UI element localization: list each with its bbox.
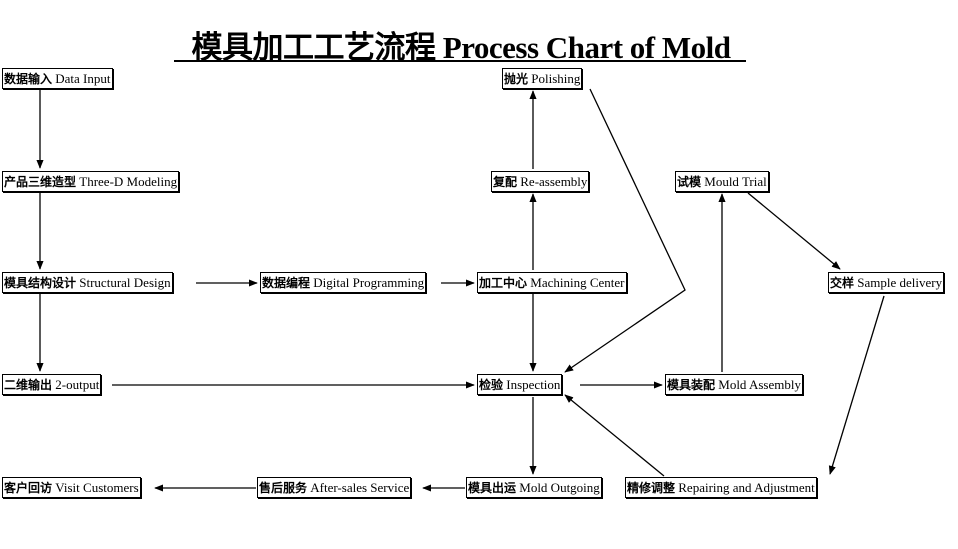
node-data-input: 数据输入 Data Input (2, 68, 113, 89)
repairing-to-inspection-arrow (564, 394, 665, 477)
node-mold-outgoing: 模具出运 Mold Outgoing (466, 477, 602, 498)
node-label-cn: 抛光 (504, 72, 529, 86)
node-repairing-and-adjustment: 精修调整 Repairing and Adjustment (625, 477, 817, 498)
node-label-en: Repairing and Adjustment (678, 480, 815, 495)
node-label-en: Structural Design (79, 275, 171, 290)
title-underline (174, 60, 746, 62)
node-label-cn: 模具结构设计 (4, 276, 77, 290)
node-polishing: 抛光 Polishing (502, 68, 583, 89)
node-label-cn: 二维输出 (4, 378, 53, 392)
node-label-cn: 售后服务 (259, 481, 308, 495)
node-label-en: After-sales Service (310, 480, 410, 495)
node-mold-assembly: 模具装配 Mold Assembly (665, 374, 803, 395)
node-label-cn: 数据输入 (4, 72, 53, 86)
node-structural-design: 模具结构设计 Structural Design (2, 272, 173, 293)
node-label-cn: 复配 (493, 175, 518, 189)
node-label-en: Polishing (531, 71, 581, 86)
node-label-en: Mould Trial (704, 174, 767, 189)
node-inspection: 检验 Inspection (477, 374, 563, 395)
node-label-en: Inspection (506, 377, 561, 392)
node-label-cn: 产品三维造型 (4, 175, 77, 189)
node-visit-customers: 客户回访 Visit Customers (2, 477, 141, 498)
node-label-en: Mold Assembly (718, 377, 801, 392)
node-label-cn: 加工中心 (479, 276, 528, 290)
node-label-cn: 客户回访 (4, 481, 53, 495)
node-label-en: Machining Center (530, 275, 625, 290)
node-label-cn: 检验 (479, 378, 504, 392)
mould-trial-to-sample-delivery-arrow (747, 192, 841, 270)
node-label-en: Mold Outgoing (519, 480, 600, 495)
node-mould-trial: 试模 Mould Trial (675, 171, 769, 192)
sample-delivery-to-repairing-arrow (828, 295, 885, 475)
node-label-en: Sample delivery (857, 275, 943, 290)
page-title: 模具加工工艺流程 Process Chart of Mold (191, 30, 731, 65)
node-machining-center: 加工中心 Machining Center (477, 272, 627, 293)
polishing-to-inspection-arrow (564, 88, 686, 373)
node-label-cn: 模具装配 (667, 378, 716, 392)
node-label-en: Three-D Modeling (79, 174, 178, 189)
node-label-en: Data Input (55, 71, 111, 86)
node-digital-programming: 数据编程 Digital Programming (260, 272, 427, 293)
node-after-sales-service: 售后服务 After-sales Service (257, 477, 412, 498)
node-re-assembly: 复配 Re-assembly (491, 171, 590, 192)
node-three-d-modeling: 产品三维造型 Three-D Modeling (2, 171, 180, 192)
node-label-en: 2-output (55, 377, 100, 392)
node-2-output: 二维输出 2-output (2, 374, 102, 395)
node-label-en: Digital Programming (313, 275, 425, 290)
node-sample-delivery: 交样 Sample delivery (828, 272, 945, 293)
node-label-cn: 试模 (677, 175, 702, 189)
node-label-cn: 精修调整 (627, 481, 676, 495)
node-label-cn: 数据编程 (262, 276, 311, 290)
node-label-en: Visit Customers (55, 480, 139, 495)
node-label-cn: 交样 (830, 276, 855, 290)
node-label-cn: 模具出运 (468, 481, 517, 495)
node-label-en: Re-assembly (520, 174, 588, 189)
